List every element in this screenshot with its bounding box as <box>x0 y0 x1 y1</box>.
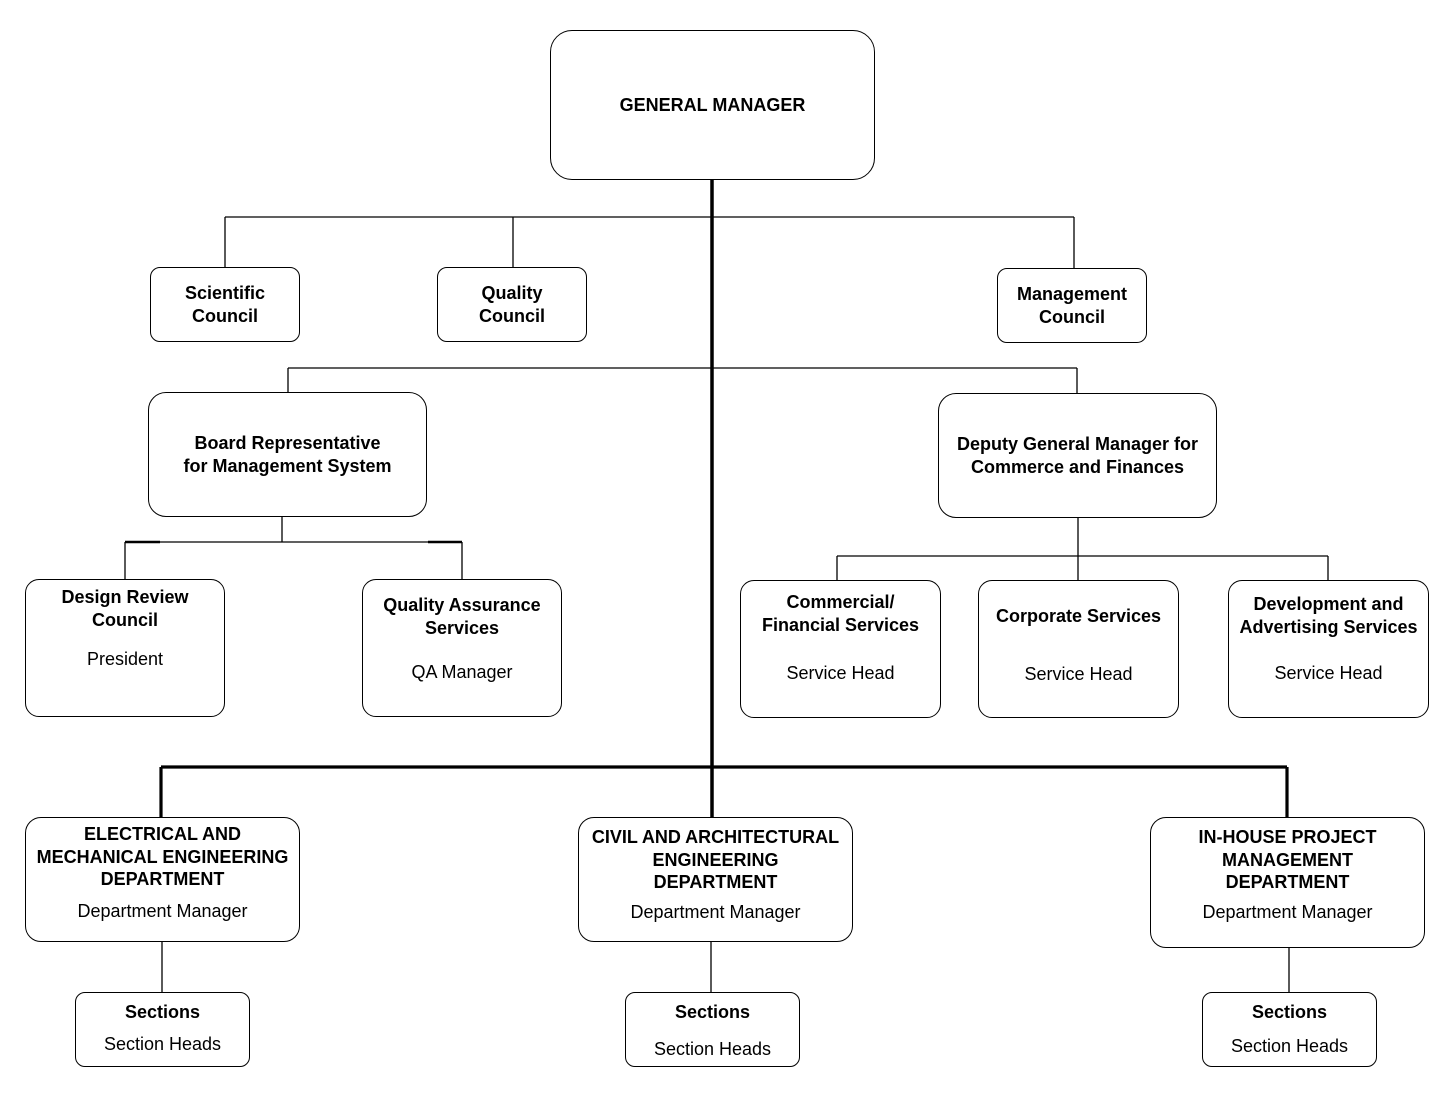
title-line: IN-HOUSE PROJECT <box>1198 827 1377 847</box>
quality-council-box[interactable]: Quality Council <box>437 267 587 342</box>
role-label: QA Manager <box>411 662 513 682</box>
title-line: ELECTRICAL AND <box>84 824 241 844</box>
title-line: Corporate Services <box>995 606 1162 626</box>
development-advertising-services-box[interactable]: Development and Advertising Services Ser… <box>1228 580 1429 718</box>
title-line: Financial Services <box>761 614 920 635</box>
role-label: Department Manager <box>77 900 248 921</box>
title-line: ENGINEERING <box>652 849 779 870</box>
general-manager-box[interactable]: GENERAL MANAGER <box>550 30 875 180</box>
role-label: Department Manager <box>1202 901 1373 922</box>
title-line: Quality Assurance <box>383 595 541 615</box>
board-representative-box[interactable]: Board Representative for Management Syst… <box>148 392 427 517</box>
title-line: DEPARTMENT <box>100 869 225 889</box>
role-label: Service Head <box>1274 663 1383 683</box>
title-line: Deputy General Manager for <box>956 434 1199 454</box>
commercial-financial-services-box[interactable]: Commercial/ Financial Services Service H… <box>740 580 941 718</box>
corporate-services-box[interactable]: Corporate Services Service Head <box>978 580 1179 718</box>
sections-box[interactable]: Sections Section Heads <box>1202 992 1377 1067</box>
title-line: Quality <box>481 283 543 303</box>
role-label: Section Heads <box>653 1038 772 1059</box>
inhouse-project-department-box[interactable]: IN-HOUSE PROJECT MANAGEMENT DEPARTMENT D… <box>1150 817 1425 948</box>
title-line: Commercial/ <box>786 592 895 612</box>
title-line: Development and <box>1253 594 1404 614</box>
title-line: Design Review <box>61 587 189 607</box>
general-manager-title: GENERAL MANAGER <box>619 94 806 115</box>
title-line: MANAGEMENT <box>1222 849 1353 870</box>
title-line: Scientific <box>184 283 266 303</box>
title-line: Sections <box>124 1002 201 1022</box>
title-line: Board Representative <box>194 433 381 453</box>
title-line: DEPARTMENT <box>1225 872 1350 892</box>
deputy-general-manager-box[interactable]: Deputy General Manager for Commerce and … <box>938 393 1217 518</box>
title-line: Advertising Services <box>1239 616 1418 637</box>
title-line: Management <box>1016 284 1128 304</box>
title-line: Services <box>424 617 500 638</box>
title-line: Council <box>1039 306 1105 327</box>
title-line: Council <box>479 305 545 326</box>
title-line: CIVIL AND ARCHITECTURAL <box>591 827 840 847</box>
scientific-council-box[interactable]: Scientific Council <box>150 267 300 342</box>
role-label: Service Head <box>1024 663 1133 684</box>
role-label: Section Heads <box>103 1033 222 1054</box>
title-line: DEPARTMENT <box>653 872 778 892</box>
management-council-box[interactable]: Management Council <box>997 268 1147 343</box>
civil-architectural-department-box[interactable]: CIVIL AND ARCHITECTURAL ENGINEERING DEPA… <box>578 817 853 942</box>
title-line: Council <box>92 609 158 630</box>
title-line: Sections <box>1251 1002 1328 1022</box>
sections-box[interactable]: Sections Section Heads <box>625 992 800 1067</box>
qa-services-box[interactable]: Quality Assurance Services QA Manager <box>362 579 562 717</box>
electrical-mechanical-department-box[interactable]: ELECTRICAL AND MECHANICAL ENGINEERING DE… <box>25 817 300 942</box>
title-line: MECHANICAL ENGINEERING <box>36 846 289 867</box>
title-line: Council <box>192 305 258 326</box>
role-label: Department Manager <box>630 901 801 922</box>
design-review-council-box[interactable]: Design Review Council President <box>25 579 225 717</box>
sections-box[interactable]: Sections Section Heads <box>75 992 250 1067</box>
title-line: for Management System <box>183 455 392 476</box>
title-line: Commerce and Finances <box>970 456 1185 477</box>
title-line: Sections <box>674 1002 751 1022</box>
role-label: President <box>86 649 164 669</box>
role-label: Section Heads <box>1230 1035 1349 1056</box>
role-label: Service Head <box>786 663 895 683</box>
